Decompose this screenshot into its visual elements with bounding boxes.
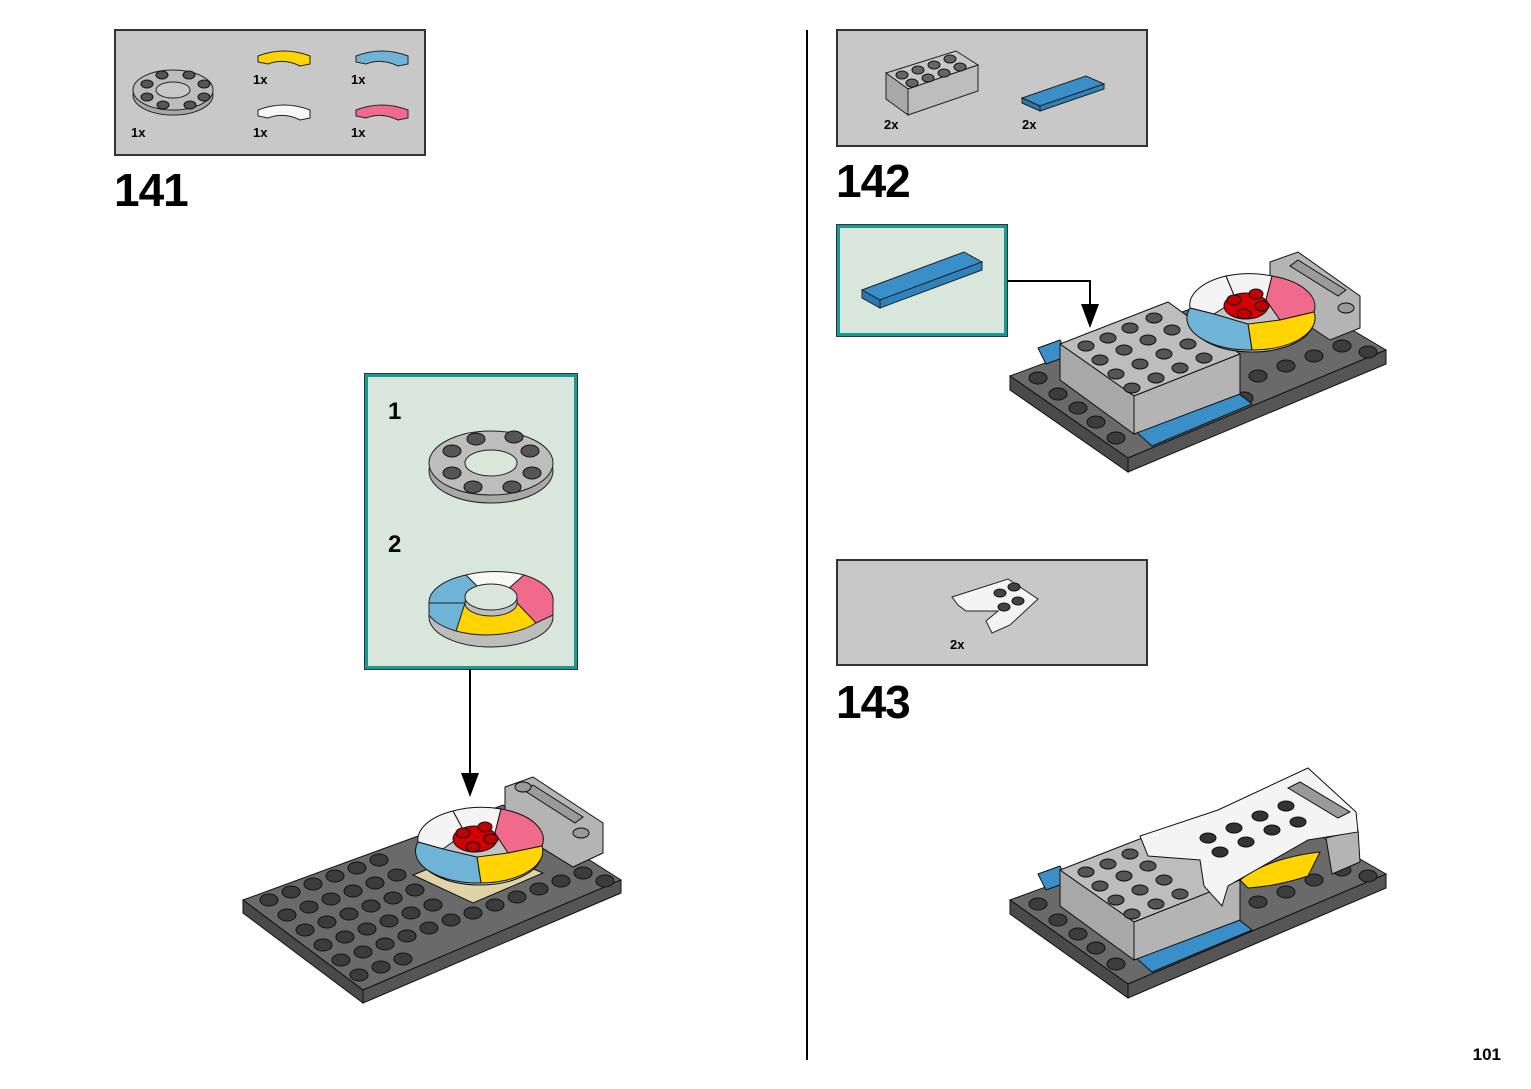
step-number: 141 xyxy=(114,164,189,216)
blue-curved-tile-icon xyxy=(355,50,409,67)
round-plate-part-icon xyxy=(132,69,214,116)
part-qty: 1x xyxy=(351,72,366,87)
part-qty: 2x xyxy=(884,117,899,132)
page-divider xyxy=(806,30,808,1060)
substep-number: 1 xyxy=(388,398,402,425)
part-qty: 2x xyxy=(1022,117,1037,132)
gray-brick-2x4-icon xyxy=(884,50,980,116)
round-plate-substep-icon xyxy=(428,430,554,504)
yellow-curved-tile-icon xyxy=(257,50,311,67)
part-qty: 1x xyxy=(131,125,146,140)
step-number: 143 xyxy=(836,676,911,728)
part-qty: 2x xyxy=(950,637,965,652)
parts-callout-143: 2x xyxy=(836,559,1148,666)
model-illustration-142 xyxy=(1008,251,1388,473)
part-qty: 1x xyxy=(351,125,366,140)
placement-arrow-icon xyxy=(1007,280,1099,328)
colored-ring-substep-icon xyxy=(428,571,554,648)
blue-tile-1x4-icon xyxy=(1020,75,1106,112)
part-qty: 1x xyxy=(253,72,268,87)
white-curved-tile-icon xyxy=(257,104,311,121)
blue-tile-1x4-icon xyxy=(860,251,984,309)
part-qty: 1x xyxy=(253,125,268,140)
subassembly-callout: 1 2 xyxy=(364,373,578,670)
substep-number: 2 xyxy=(388,531,402,558)
model-illustration-143 xyxy=(1008,767,1388,999)
pink-curved-tile-icon xyxy=(355,104,409,121)
white-wedge-plate-icon xyxy=(951,578,1039,634)
page-number: 101 xyxy=(1472,1045,1501,1064)
subassembly-callout-142 xyxy=(836,224,1008,337)
parts-callout-141: 1x 1x 1x 1x 1x xyxy=(114,29,426,156)
step-number: 142 xyxy=(836,155,911,207)
model-illustration-141 xyxy=(241,776,623,1004)
parts-callout-142: 2x 2x xyxy=(836,29,1148,147)
placement-arrow-icon xyxy=(461,669,479,797)
